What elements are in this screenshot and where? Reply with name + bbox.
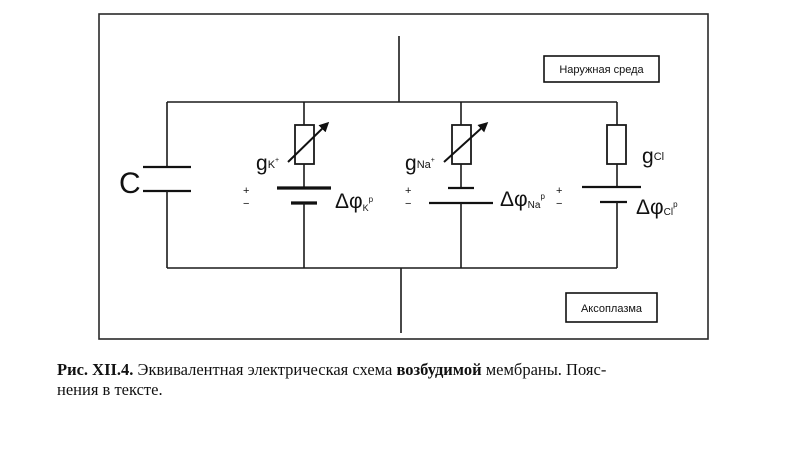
chloride-conductance-label: gCl bbox=[642, 145, 664, 168]
figure-frame bbox=[98, 13, 709, 340]
chloride-resistor bbox=[606, 124, 627, 165]
axoplasm-label: Аксоплазма bbox=[581, 303, 643, 315]
capacitor-branch: C bbox=[119, 102, 191, 268]
sodium-branch: gNa+ + − ΔφNaр + − bbox=[405, 102, 562, 268]
sodium-plus-sign: + bbox=[405, 185, 411, 197]
caption-text-line2: нения в тексте. bbox=[57, 380, 163, 399]
caption-text-2: мембраны. Пояс- bbox=[481, 360, 607, 379]
chloride-emf-label: ΔφClр bbox=[636, 196, 678, 219]
potassium-branch: gK+ + − ΔφKр bbox=[243, 102, 374, 268]
sodium-emf-label: ΔφNaр bbox=[500, 188, 545, 211]
sodium-conductance-label: gNa+ bbox=[405, 152, 435, 175]
sodium-resistor bbox=[451, 124, 472, 165]
chloride-minus-sign: − bbox=[556, 198, 562, 210]
potassium-resistor bbox=[294, 124, 315, 165]
capacitor-label: C bbox=[119, 167, 141, 200]
potassium-minus-sign: − bbox=[243, 198, 249, 210]
axoplasm-label-box: Аксоплазма bbox=[565, 292, 658, 323]
sodium-minus-sign: − bbox=[405, 198, 411, 210]
outside-medium-label-box: Наружная среда bbox=[543, 55, 660, 83]
variable-arrow-icon bbox=[287, 121, 330, 163]
chloride-plus-sign: + bbox=[556, 185, 562, 197]
potassium-conductance-label: gK+ bbox=[256, 152, 279, 175]
caption-text-1: Эквивалентная электрическая схема bbox=[133, 360, 397, 379]
variable-arrow-icon bbox=[443, 121, 489, 163]
caption-text-bold: возбудимой bbox=[396, 360, 482, 379]
potassium-emf-label: ΔφKр bbox=[335, 190, 374, 213]
figure-caption: Рис. XII.4. Эквивалентная электрическая … bbox=[57, 360, 757, 400]
figure-number: Рис. XII.4. bbox=[57, 360, 134, 379]
outside-medium-label: Наружная среда bbox=[559, 64, 644, 76]
chloride-branch: gCl ΔφClр bbox=[582, 102, 678, 268]
potassium-plus-sign: + bbox=[243, 185, 249, 197]
